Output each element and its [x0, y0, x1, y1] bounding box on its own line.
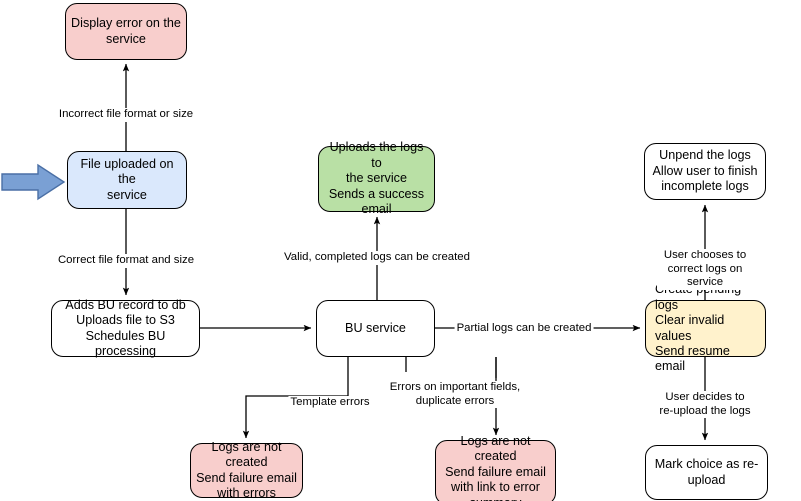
node-display-error[interactable]: Display error on the service — [65, 3, 187, 60]
edge-label-template-errors: Template errors — [288, 396, 372, 410]
node-adds-bu-record[interactable]: Adds BU record to db Uploads file to S3 … — [51, 298, 200, 358]
edge-label-incorrect-format: Incorrect file format or size — [56, 108, 196, 122]
node-file-uploaded[interactable]: File uploaded on the service — [67, 151, 187, 209]
node-bu-service[interactable]: BU service — [316, 300, 435, 357]
node-logs-not-created-summary[interactable]: Logs are not created Send failure email … — [435, 434, 556, 501]
edge-label-errors-important-fields: Errors on important fields, duplicate er… — [387, 381, 523, 409]
edge-label-partial-logs: Partial logs can be created — [454, 322, 594, 336]
node-unpend-logs[interactable]: Unpend the logs Allow user to finish inc… — [644, 143, 766, 200]
node-uploads-logs[interactable]: Uploads the logs to the service Sends a … — [318, 140, 435, 216]
edge-label-correct-format: Correct file format and size — [55, 254, 197, 268]
edge-label-valid-completed-logs: Valid, completed logs can be created — [282, 251, 472, 265]
edge-label-user-reupload: User decides to re-upload the logs — [657, 391, 753, 419]
edge-label-user-corrects-logs: User chooses to correct logs on service — [657, 249, 753, 290]
entry-arrow-icon — [1, 163, 66, 201]
node-mark-choice-reupload[interactable]: Mark choice as re- upload — [645, 445, 768, 500]
node-logs-not-created-template[interactable]: Logs are not created Send failure email … — [190, 440, 303, 500]
node-create-pending-logs[interactable]: Create pending logs Clear invalid values… — [645, 282, 766, 373]
